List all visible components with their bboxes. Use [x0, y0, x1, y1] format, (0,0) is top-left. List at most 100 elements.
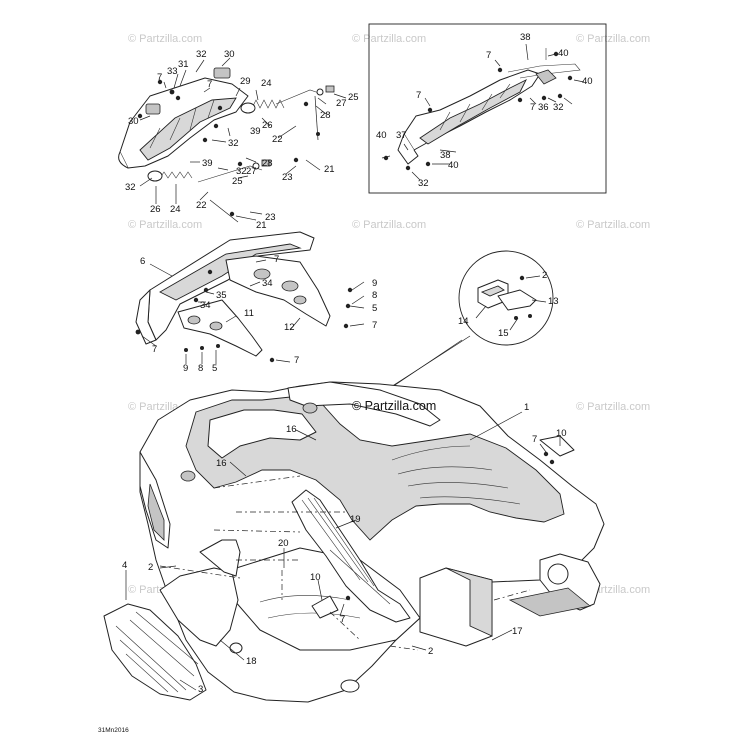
callout-20: 20 — [278, 538, 289, 549]
callout-28: 28 — [320, 110, 331, 121]
callout-35: 35 — [216, 290, 227, 301]
callout-5: 5 — [212, 363, 217, 374]
watermark-text: © Partzilla.com — [576, 33, 650, 45]
callout-11: 11 — [244, 308, 254, 319]
callout-32: 32 — [125, 182, 136, 193]
callout-32: 32 — [236, 166, 247, 177]
callout-8: 8 — [198, 363, 203, 374]
callout-38: 38 — [440, 150, 451, 161]
callout-7: 7 — [416, 90, 421, 101]
callout-7: 7 — [274, 254, 279, 265]
main-body-shell — [139, 381, 605, 703]
callout-21: 21 — [324, 164, 335, 175]
callout-5: 5 — [372, 303, 377, 314]
callout-7: 7 — [486, 50, 491, 61]
callout-23: 23 — [265, 212, 276, 223]
callout-27: 27 — [246, 166, 257, 177]
watermark-text: © Partzilla.com — [128, 33, 202, 45]
callout-14: 14 — [458, 316, 469, 327]
callout-27: 27 — [336, 98, 347, 109]
callout-39: 39 — [250, 126, 261, 137]
callout-2: 2 — [428, 646, 433, 657]
hood-panel — [159, 539, 241, 647]
watermark-text: © Partzilla.com — [352, 219, 426, 231]
callout-32: 32 — [418, 178, 429, 189]
callout-7: 7 — [340, 614, 345, 625]
watermark-text: © Partzilla.com — [576, 219, 650, 231]
callout-7: 7 — [207, 79, 212, 90]
inset-box-steering-bracket — [368, 23, 607, 194]
callout-17: 17 — [512, 626, 523, 637]
upper-bracket-assembly — [118, 67, 335, 223]
foam-block — [419, 567, 493, 647]
callout-26: 26 — [262, 120, 273, 131]
callout-7: 7 — [372, 320, 377, 331]
watermark-text: © Partzilla.com — [576, 401, 650, 413]
callout-2: 2 — [148, 562, 153, 573]
callout-40: 40 — [448, 160, 459, 171]
callout-28: 28 — [262, 158, 273, 169]
callout-32: 32 — [228, 138, 239, 149]
callout-16: 16 — [216, 458, 227, 469]
watermark-text: © Partzilla.com — [128, 219, 202, 231]
callout-30: 30 — [128, 116, 139, 127]
callout-10: 10 — [310, 572, 321, 583]
callout-19: 19 — [350, 514, 361, 525]
callout-40: 40 — [582, 76, 593, 87]
callout-26: 26 — [150, 204, 161, 215]
callout-7: 7 — [530, 102, 535, 113]
callout-32: 32 — [196, 49, 207, 60]
callout-31: 31 — [178, 59, 189, 70]
lower-clip — [311, 595, 351, 619]
callout-32: 32 — [553, 102, 564, 113]
callout-30: 30 — [224, 49, 235, 60]
callout-15: 15 — [498, 328, 509, 339]
callout-7: 7 — [532, 434, 537, 445]
callout-40: 40 — [558, 48, 569, 59]
callout-23: 23 — [282, 172, 293, 183]
callout-37: 37 — [396, 130, 407, 141]
callout-12: 12 — [284, 322, 295, 333]
callout-7: 7 — [152, 344, 157, 355]
front-bumper-assembly — [135, 231, 365, 364]
callout-1: 1 — [524, 402, 529, 413]
callout-25: 25 — [232, 176, 243, 187]
callout-39: 39 — [202, 158, 213, 169]
callout-6: 6 — [140, 256, 145, 267]
callout-2: 2 — [542, 270, 547, 281]
callout-22: 22 — [196, 200, 207, 211]
callout-7: 7 — [294, 355, 299, 366]
callout-40: 40 — [376, 130, 387, 141]
callout-22: 22 — [272, 134, 283, 145]
side-vent-panel — [291, 489, 411, 623]
main-body-leaders — [125, 411, 561, 691]
callout-7: 7 — [157, 72, 162, 83]
callout-13: 13 — [548, 296, 559, 307]
callout-18: 18 — [246, 656, 257, 667]
callout-10: 10 — [556, 428, 567, 439]
callout-labels: 32 30 31 33 7 7 29 24 30 26 39 32 22 27 … — [122, 32, 593, 695]
callout-16: 16 — [286, 424, 297, 435]
center-watermark: © Partzilla.com — [352, 399, 436, 413]
detail-circle-latch — [261, 250, 554, 471]
callout-36: 36 — [538, 102, 549, 113]
callout-38: 38 — [520, 32, 531, 43]
callout-24: 24 — [261, 78, 272, 89]
upper-left-leaders — [139, 57, 347, 221]
callout-29: 29 — [240, 76, 251, 87]
assembly-lines — [159, 475, 531, 651]
callout-24: 24 — [170, 204, 181, 215]
callout-9: 9 — [183, 363, 188, 374]
callout-33: 33 — [167, 66, 178, 77]
upper-right-clip — [539, 435, 575, 465]
watermark-text: © Partzilla.com — [352, 33, 426, 45]
callout-34: 34 — [200, 300, 211, 311]
callout-25: 25 — [348, 92, 359, 103]
drawing-code: 31Mn2016 — [98, 727, 129, 734]
callout-9: 9 — [372, 278, 377, 289]
callout-3: 3 — [198, 684, 203, 695]
callout-4: 4 — [122, 560, 127, 571]
callout-21: 21 — [256, 220, 267, 231]
grille-panel — [103, 603, 207, 701]
